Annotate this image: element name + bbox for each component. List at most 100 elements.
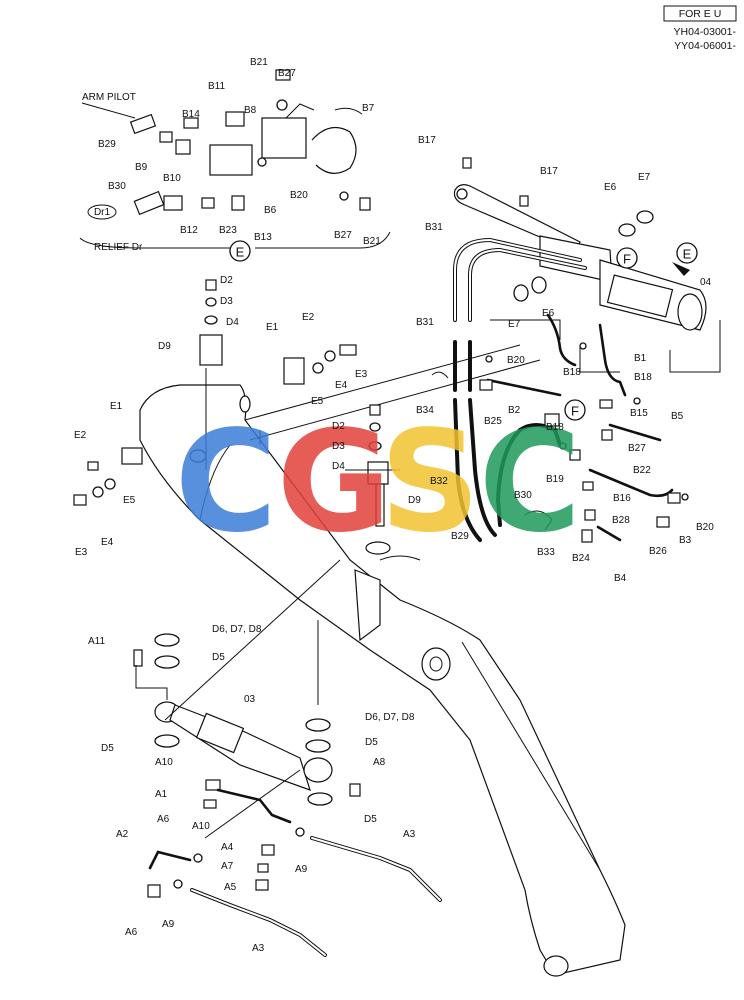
marker-e-right: E bbox=[676, 242, 698, 264]
labels-top-inset: B21 B27 B11 B8 B7 B14 B29 B9 B10 B30 B12… bbox=[98, 57, 381, 247]
part-label: B34 bbox=[416, 405, 434, 416]
part-label: D4 bbox=[332, 461, 345, 472]
part-label: B8 bbox=[244, 105, 257, 116]
part-label: B26 bbox=[649, 546, 667, 557]
serial-2: YY04-06001- bbox=[674, 40, 736, 52]
part-label: B17 bbox=[418, 135, 436, 146]
part-label: B2 bbox=[508, 405, 521, 416]
part-label: B18 bbox=[563, 367, 581, 378]
part-label: D9 bbox=[158, 341, 171, 352]
part-label: D5 bbox=[101, 743, 114, 754]
lower-cylinder bbox=[133, 559, 442, 957]
part-label: A11 bbox=[88, 636, 105, 647]
part-label: B29 bbox=[98, 139, 116, 150]
part-label: B24 bbox=[572, 553, 590, 564]
part-label: B20 bbox=[696, 522, 714, 533]
labels-right-assembly: B17 B17 E6 E7 B31 B31 E6 E7 04 B1 B18 B1… bbox=[416, 135, 714, 584]
part-label: D9 bbox=[408, 495, 421, 506]
labels-boom-area: D2 D3 D4 E2 E1 D9 E3 E4 E5 E1 E2 E5 E4 E… bbox=[74, 275, 421, 558]
part-label: E7 bbox=[508, 319, 521, 330]
svg-text:F: F bbox=[571, 404, 579, 419]
svg-text:E: E bbox=[683, 247, 692, 262]
part-label: E4 bbox=[335, 380, 348, 391]
part-label: B32 bbox=[430, 476, 448, 487]
relief-label: RELIEF Dr bbox=[94, 242, 143, 253]
part-label: A1 bbox=[155, 789, 168, 800]
part-label: D5 bbox=[212, 652, 225, 663]
part-label: A10 bbox=[155, 757, 173, 768]
part-label: A5 bbox=[224, 882, 237, 893]
part-label: E1 bbox=[110, 401, 123, 412]
part-label: B5 bbox=[671, 411, 684, 422]
part-label: B10 bbox=[163, 173, 181, 184]
part-label: E7 bbox=[638, 172, 651, 183]
region-tag: FOR E U bbox=[679, 8, 722, 20]
part-label: B21 bbox=[250, 57, 268, 68]
part-label: E6 bbox=[604, 182, 617, 193]
part-label: D6, D7, D8 bbox=[365, 712, 415, 723]
part-label: E3 bbox=[75, 547, 88, 558]
marker-f-lower: F bbox=[564, 399, 586, 421]
part-label: D2 bbox=[220, 275, 233, 286]
arm-pilot-inset bbox=[79, 69, 391, 249]
part-label: B20 bbox=[507, 355, 525, 366]
labels-cylinder-area: A11 D6, D7, D8 D5 03 D5 D6, D7, D8 D5 A8… bbox=[88, 624, 416, 954]
part-label: A2 bbox=[116, 829, 129, 840]
part-label: A3 bbox=[403, 829, 416, 840]
part-label: B20 bbox=[290, 190, 308, 201]
part-label: B31 bbox=[425, 222, 443, 233]
part-label: A10 bbox=[192, 821, 210, 832]
part-label: B6 bbox=[264, 205, 277, 216]
part-label: B11 bbox=[208, 81, 225, 92]
part-label: E2 bbox=[74, 430, 87, 441]
part-label: D3 bbox=[220, 296, 233, 307]
part-label: B14 bbox=[182, 109, 200, 120]
part-label: A3 bbox=[252, 943, 265, 954]
part-label: B23 bbox=[219, 225, 237, 236]
part-label: E4 bbox=[101, 537, 114, 548]
part-label: E3 bbox=[355, 369, 368, 380]
part-label: B12 bbox=[180, 225, 198, 236]
part-label: A9 bbox=[295, 864, 308, 875]
part-label: B29 bbox=[451, 531, 469, 542]
arm-pilot-label: ARM PILOT bbox=[82, 92, 136, 103]
part-label: B7 bbox=[362, 103, 375, 114]
serial-1: YH04-03001- bbox=[674, 26, 737, 38]
part-label: B30 bbox=[108, 181, 126, 192]
part-label: A9 bbox=[162, 919, 175, 930]
region-tag-box bbox=[663, 5, 737, 22]
part-label: D4 bbox=[226, 317, 239, 328]
watermark: C G S C bbox=[175, 401, 582, 564]
part-label: A4 bbox=[221, 842, 234, 853]
part-label: B19 bbox=[546, 474, 564, 485]
part-label: A8 bbox=[373, 757, 386, 768]
part-label: B1 bbox=[634, 353, 647, 364]
part-label: B3 bbox=[679, 535, 692, 546]
watermark-letter-1: C bbox=[175, 401, 278, 564]
part-label: 04 bbox=[700, 277, 712, 288]
part-label: B4 bbox=[614, 573, 627, 584]
svg-text:E: E bbox=[236, 245, 245, 260]
part-label: B28 bbox=[612, 515, 630, 526]
part-label: B27 bbox=[278, 68, 296, 79]
part-label: D5 bbox=[364, 814, 377, 825]
marker-e-inset: E bbox=[229, 240, 251, 262]
part-label: E5 bbox=[123, 495, 136, 506]
part-label: B18 bbox=[546, 422, 564, 433]
part-label: E1 bbox=[266, 322, 279, 333]
part-label: B27 bbox=[628, 443, 646, 454]
part-label: B17 bbox=[540, 166, 558, 177]
part-label: B31 bbox=[416, 317, 434, 328]
boom-detail-parts bbox=[73, 279, 400, 555]
svg-text:F: F bbox=[623, 252, 631, 267]
part-label: B21 bbox=[363, 236, 381, 247]
part-label: E2 bbox=[302, 312, 315, 323]
dr1-label: Dr1 bbox=[94, 207, 111, 218]
right-assembly bbox=[431, 157, 721, 543]
part-label: A6 bbox=[157, 814, 170, 825]
part-label: A6 bbox=[125, 927, 138, 938]
part-label: B16 bbox=[613, 493, 631, 504]
watermark-letter-2: G bbox=[277, 401, 392, 564]
part-label: D5 bbox=[365, 737, 378, 748]
